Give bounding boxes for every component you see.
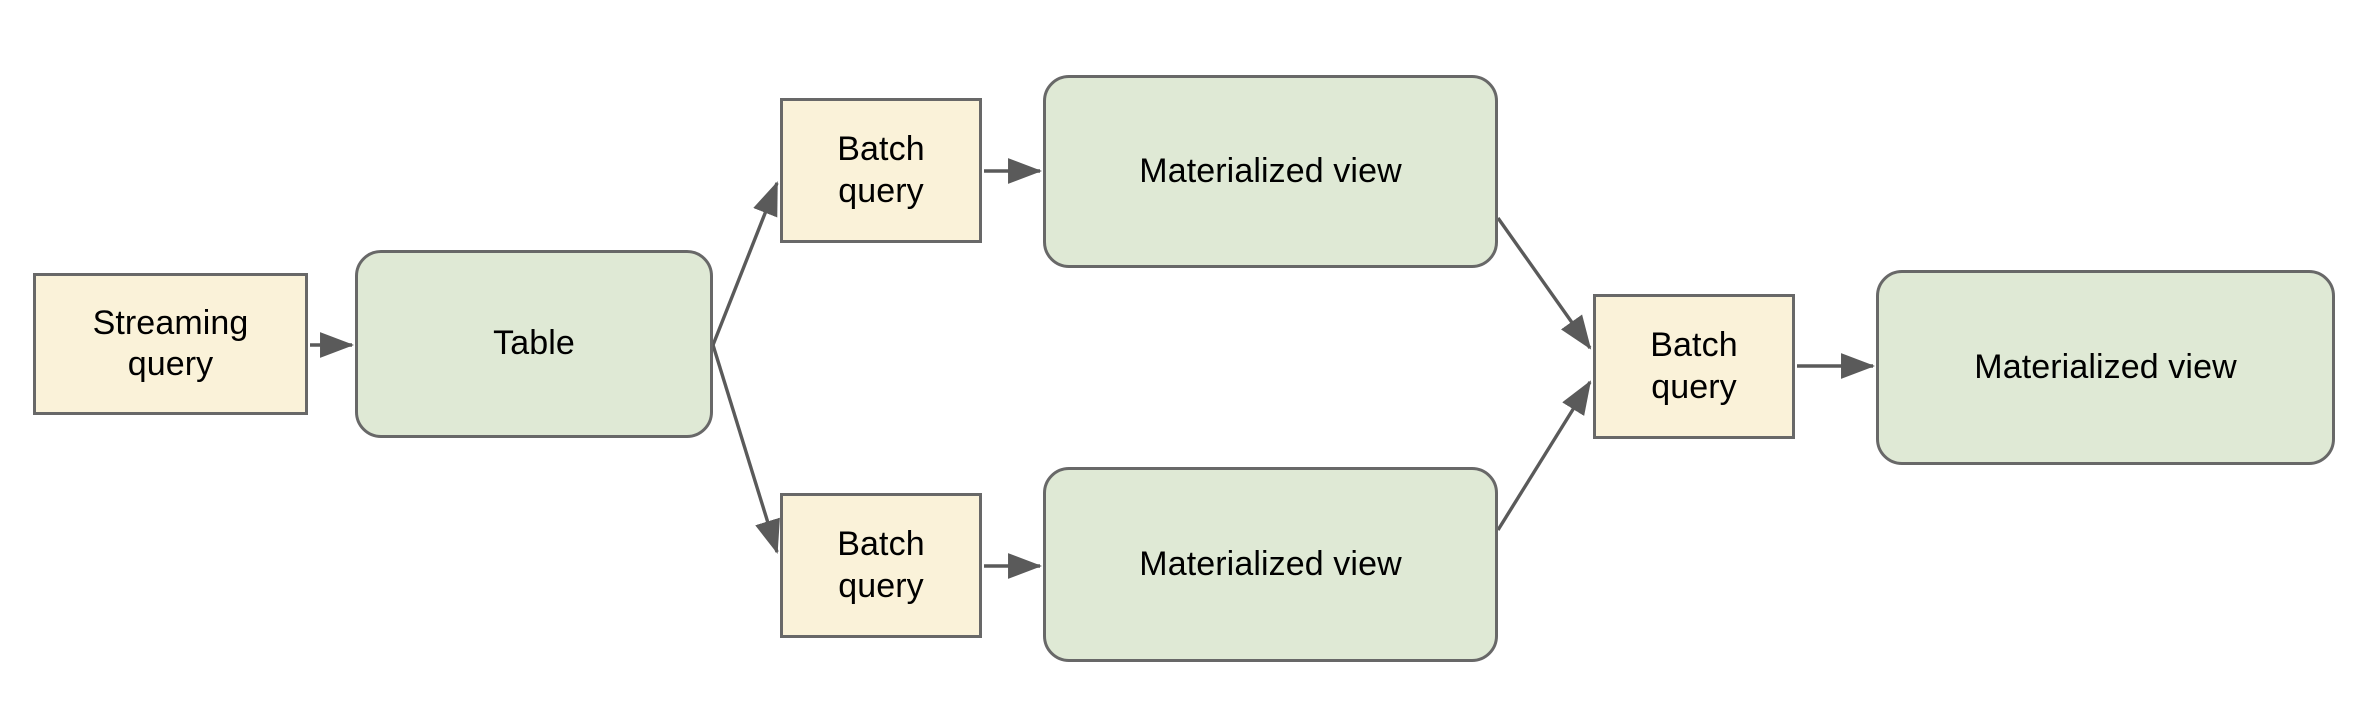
node-table-label: Table [493,324,575,363]
node-materialized-view-top[interactable]: Materialized view [1043,75,1498,268]
node-streaming-query-label: Streaming query [92,303,249,383]
node-batch-query-join[interactable]: Batch query [1593,294,1795,439]
node-materialized-view-bottom[interactable]: Materialized view [1043,467,1498,662]
node-batch-query-join-label: Batch query [1650,326,1738,406]
node-streaming-query[interactable]: Streaming query [33,273,308,415]
node-materialized-view-final[interactable]: Materialized view [1876,270,2335,465]
node-batch-query-bottom-label: Batch query [837,525,925,605]
node-batch-query-bottom[interactable]: Batch query [780,493,982,638]
node-materialized-view-bottom-label: Materialized view [1139,544,1402,583]
edge-table-to-batch-bottom [711,344,780,554]
edge-mv-bottom-to-batch-join [1496,380,1592,531]
node-batch-query-top-label: Batch query [837,130,925,210]
edge-mv-top-to-batch-join [1496,217,1592,350]
node-table[interactable]: Table [355,250,713,438]
node-batch-query-top[interactable]: Batch query [780,98,982,243]
edge-table-to-batch-top [711,181,779,346]
node-materialized-view-final-label: Materialized view [1974,347,2237,386]
node-materialized-view-top-label: Materialized view [1139,151,1402,190]
